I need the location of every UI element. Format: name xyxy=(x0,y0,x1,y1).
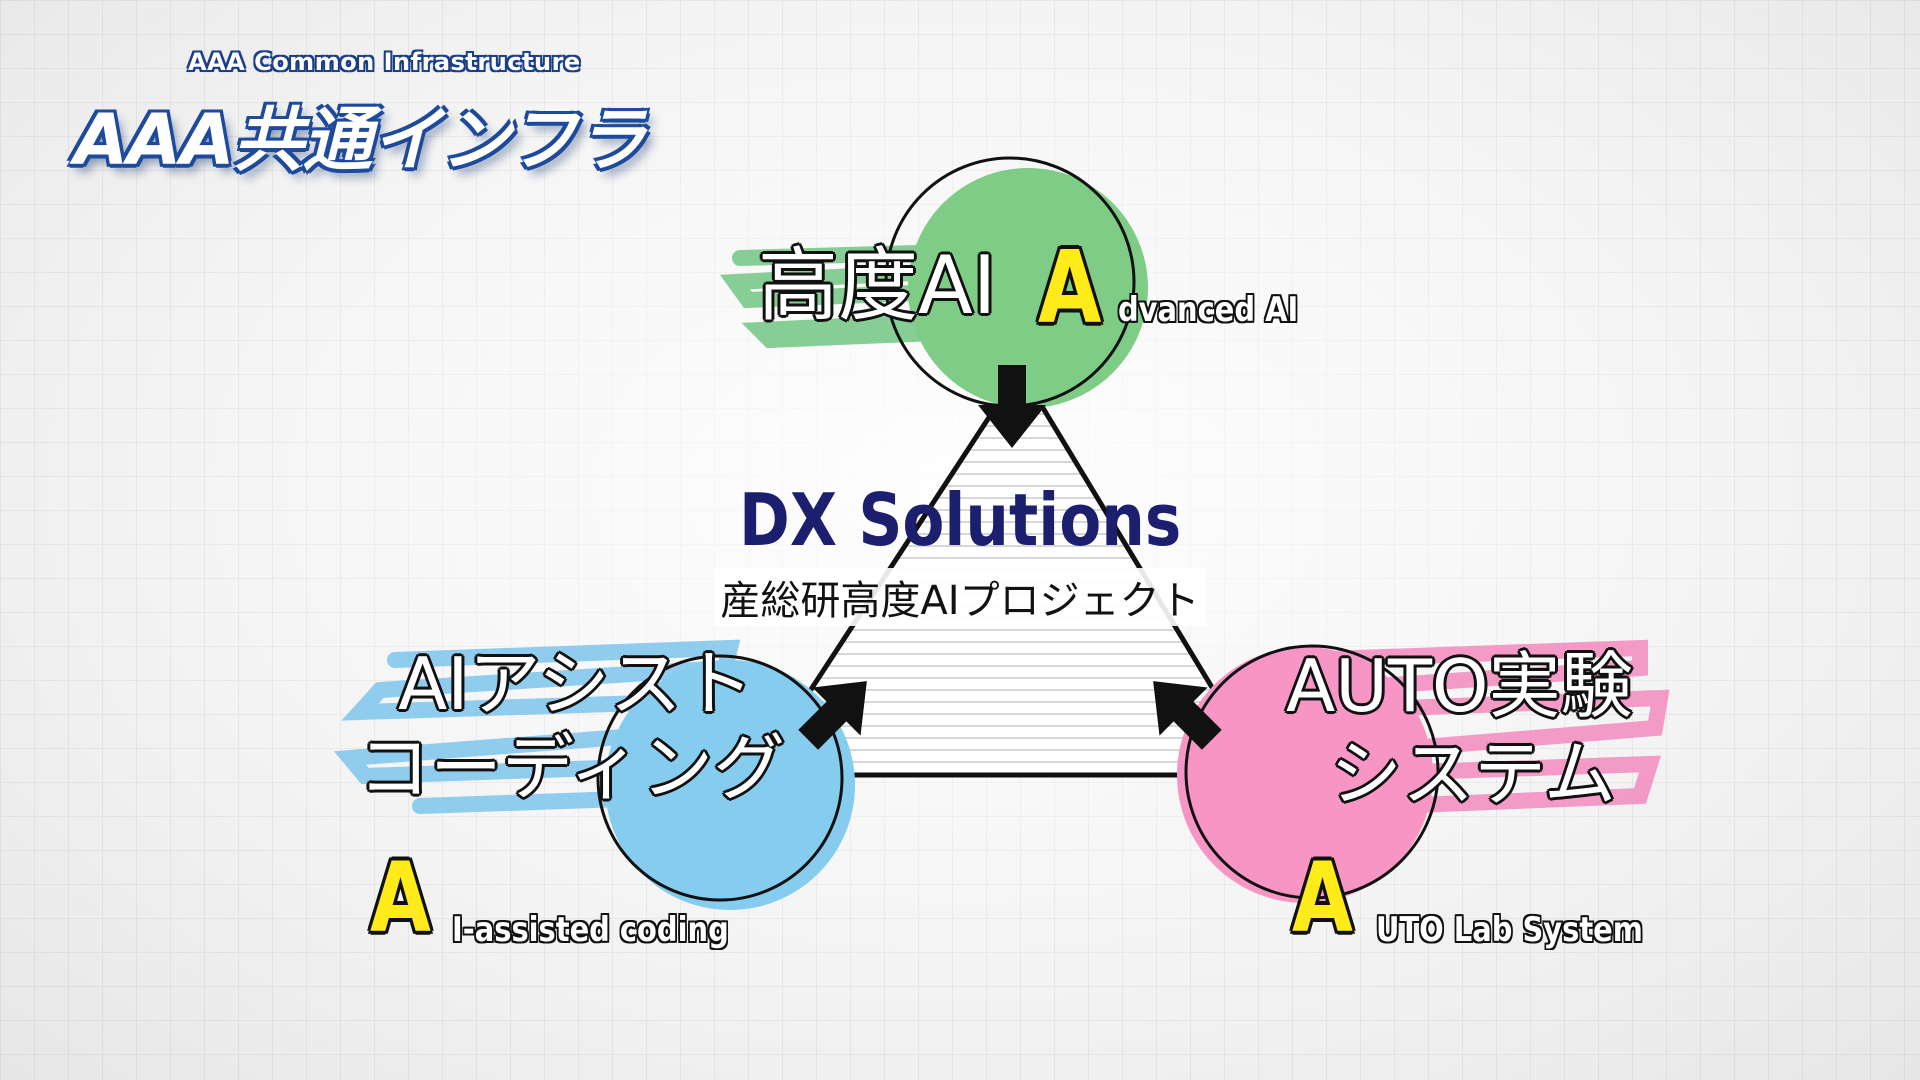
right-node-letter: A xyxy=(1292,842,1353,954)
circle-auto-lab-system xyxy=(1177,644,1440,903)
top-node-english: dvanced AI xyxy=(1118,290,1299,330)
logo-subtitle: AAA Common Infrastructure xyxy=(188,48,581,76)
center-subtitle-text: 産総研高度AIプロジェクト xyxy=(714,568,1206,626)
center-title-text: DX Solutions xyxy=(738,478,1182,562)
left-node-label-line2: コーディング xyxy=(358,726,785,810)
left-node-label-line1: AIアシスト xyxy=(398,642,754,726)
right-node-label-line2: システム xyxy=(1330,732,1616,816)
logo-title: AAA共通インフラ xyxy=(74,99,646,181)
right-node-english: UTO Lab System xyxy=(1376,910,1643,950)
left-node-english: I-assisted coding xyxy=(452,910,729,950)
center-title: DX Solutions xyxy=(0,478,1920,562)
top-node-letter: A xyxy=(1038,229,1102,346)
arrow-up-right-icon xyxy=(798,681,867,750)
left-node-letter: A xyxy=(370,842,431,954)
center-subtitle: 産総研高度AIプロジェクト xyxy=(0,568,1920,626)
circle-ai-assisted-coding xyxy=(596,654,855,910)
right-node-label-line1: AUTO実験 xyxy=(1286,644,1633,728)
arrow-down-icon xyxy=(978,365,1046,448)
arrow-up-left-icon xyxy=(1153,681,1222,750)
top-node-label: 高度AI xyxy=(758,239,997,332)
